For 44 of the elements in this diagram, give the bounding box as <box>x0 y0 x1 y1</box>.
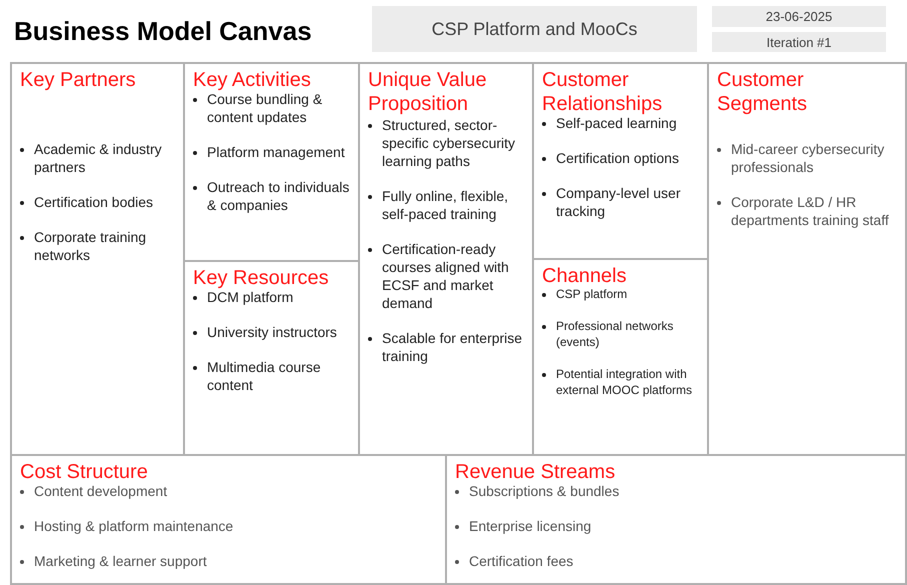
canvas-block <box>707 62 907 456</box>
bullet-text: DCM platform <box>207 288 294 306</box>
bullet-text: Corporate L&D / HR departments training staff <box>731 193 890 229</box>
block-heading: Customer Relationships <box>542 68 664 116</box>
block-heading: Key Resources <box>193 266 330 290</box>
bullet-text: Self-paced learning <box>556 114 677 132</box>
canvas-block <box>10 62 185 456</box>
canvas-block <box>10 454 447 585</box>
bullet-text: Course bundling & content updates <box>207 90 324 126</box>
header-label: CSP Platform and MooCs <box>372 6 697 52</box>
bullet-text: Hosting & platform maintenance <box>34 517 234 535</box>
bullet-text: Potential integration with external MOOC platforms <box>556 366 694 398</box>
diagram-title: Business Model Canvas <box>14 16 312 47</box>
block-heading: Key Activities <box>193 68 312 92</box>
bullet-text: Enterprise licensing <box>469 517 592 535</box>
bullet-text: Academic & industry partners <box>34 140 163 176</box>
bullet-text: Certification fees <box>469 552 574 570</box>
bullet-text: Fully online, flexible, self-paced training <box>382 187 510 223</box>
bullet-text: Structured, sector-specific cybersecurity learning paths <box>382 116 516 170</box>
bullet-text: Company-level user tracking <box>556 184 682 220</box>
canvas-block <box>445 454 907 585</box>
bullet-text: Platform management <box>207 143 345 161</box>
header-label: Iteration #1 <box>712 32 886 52</box>
bullet-text: CSP platform <box>556 286 628 302</box>
block-heading: Revenue Streams <box>455 460 616 484</box>
bullet-text: Certification options <box>556 149 679 167</box>
block-heading: Channels <box>542 264 628 288</box>
bullet-text: Marketing & learner support <box>34 552 207 570</box>
bullet-text: Certification bodies <box>34 193 154 211</box>
bullet-text: Subscriptions & bundles <box>469 482 620 500</box>
block-heading: Unique Value Proposition <box>368 68 488 116</box>
bullet-text: Scalable for enterprise training <box>382 329 524 365</box>
bullet-text: Certification-ready courses aligned with ECSF and market demand <box>382 240 510 312</box>
block-heading: Cost Structure <box>20 460 149 484</box>
block-heading: Customer Segments <box>717 68 808 116</box>
bullet-text: Professional networks (events) <box>556 318 674 350</box>
bullet-text: Corporate training networks <box>34 228 148 264</box>
bullet-text: University instructors <box>207 323 337 341</box>
bullet-text: Content development <box>34 482 168 500</box>
bullet-text: Outreach to individuals & companies <box>207 178 350 214</box>
bullet-text: Mid-career cybersecurity professionals <box>731 140 886 176</box>
header-label: 23-06-2025 <box>712 6 886 27</box>
bullet-text: Multimedia course content <box>207 358 322 394</box>
block-heading: Key Partners <box>20 68 137 92</box>
